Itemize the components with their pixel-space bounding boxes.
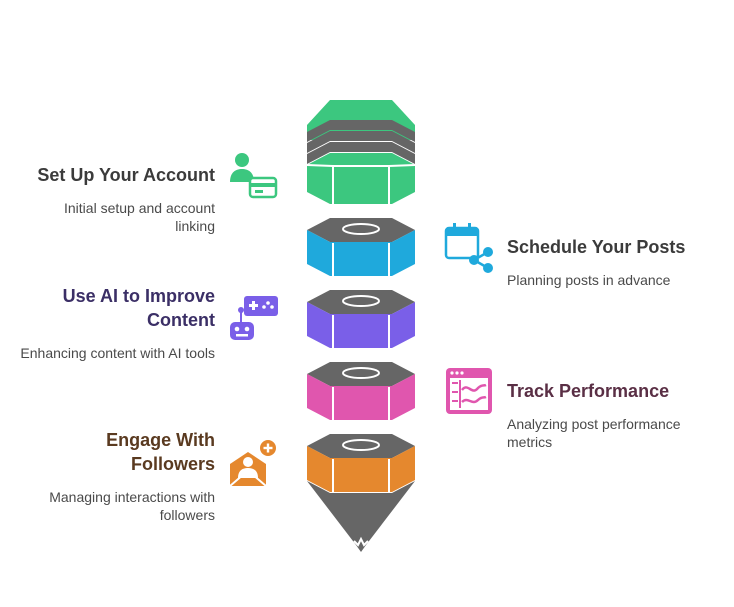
step-schedule-posts: Schedule Your Posts Planning posts in ad…: [507, 235, 722, 289]
step-schedule-posts-desc: Planning posts in advance: [507, 272, 671, 288]
segment-track-top: [307, 362, 415, 386]
segment-schedule-ring: [342, 223, 380, 235]
segment-ai: [307, 290, 415, 348]
segment-track: [307, 362, 415, 420]
segment-ai-ring: [342, 295, 380, 307]
step-setup-account-desc: Initial setup and account linking: [64, 200, 215, 234]
segment-setup-stripe-2: [307, 131, 415, 153]
step-track-performance-title: Track Performance: [507, 381, 670, 401]
followers-inbox-icon: [229, 440, 276, 487]
segment-setup-edge-l1: [306, 164, 334, 167]
step-setup-account-title: Set Up Your Account: [37, 165, 215, 185]
segment-schedule-top: [307, 218, 415, 242]
analytics-chart-icon: [446, 368, 492, 414]
segment-engage-ring: [342, 439, 380, 451]
segment-setup-edge-r1: [388, 164, 416, 167]
step-track-performance-desc: Analyzing post performance metrics: [507, 416, 681, 450]
step-use-ai: Use AI to Improve Content Enhancing cont…: [20, 284, 215, 362]
segment-ai-top: [307, 290, 415, 314]
segment-engage: [307, 434, 415, 492]
stack-point-notch: [353, 536, 369, 547]
segment-setup: [306, 100, 416, 204]
step-use-ai-desc: Enhancing content with AI tools: [20, 345, 215, 361]
step-schedule-posts-title: Schedule Your Posts: [507, 237, 686, 257]
step-engage-followers-title: Engage With Followers: [106, 430, 215, 474]
segment-schedule: [307, 218, 415, 276]
step-engage-followers-desc: Managing interactions with followers: [49, 489, 215, 523]
calendar-share-icon: [444, 223, 493, 273]
step-use-ai-title: Use AI to Improve Content: [62, 286, 215, 330]
robot-controller-icon: [230, 296, 278, 340]
user-card-icon: [230, 153, 278, 199]
step-setup-account: Set Up Your Account Initial setup and ac…: [20, 163, 215, 235]
segment-setup-stripe-3: [307, 142, 415, 164]
segment-track-ring: [342, 367, 380, 379]
segment-engage-top: [307, 434, 415, 458]
segment-setup-body: [307, 153, 415, 204]
segment-setup-stripe-1: [307, 120, 415, 142]
step-track-performance: Track Performance Analyzing post perform…: [507, 379, 722, 451]
stack-point: [307, 481, 415, 552]
step-engage-followers: Engage With Followers Managing interacti…: [20, 428, 215, 524]
